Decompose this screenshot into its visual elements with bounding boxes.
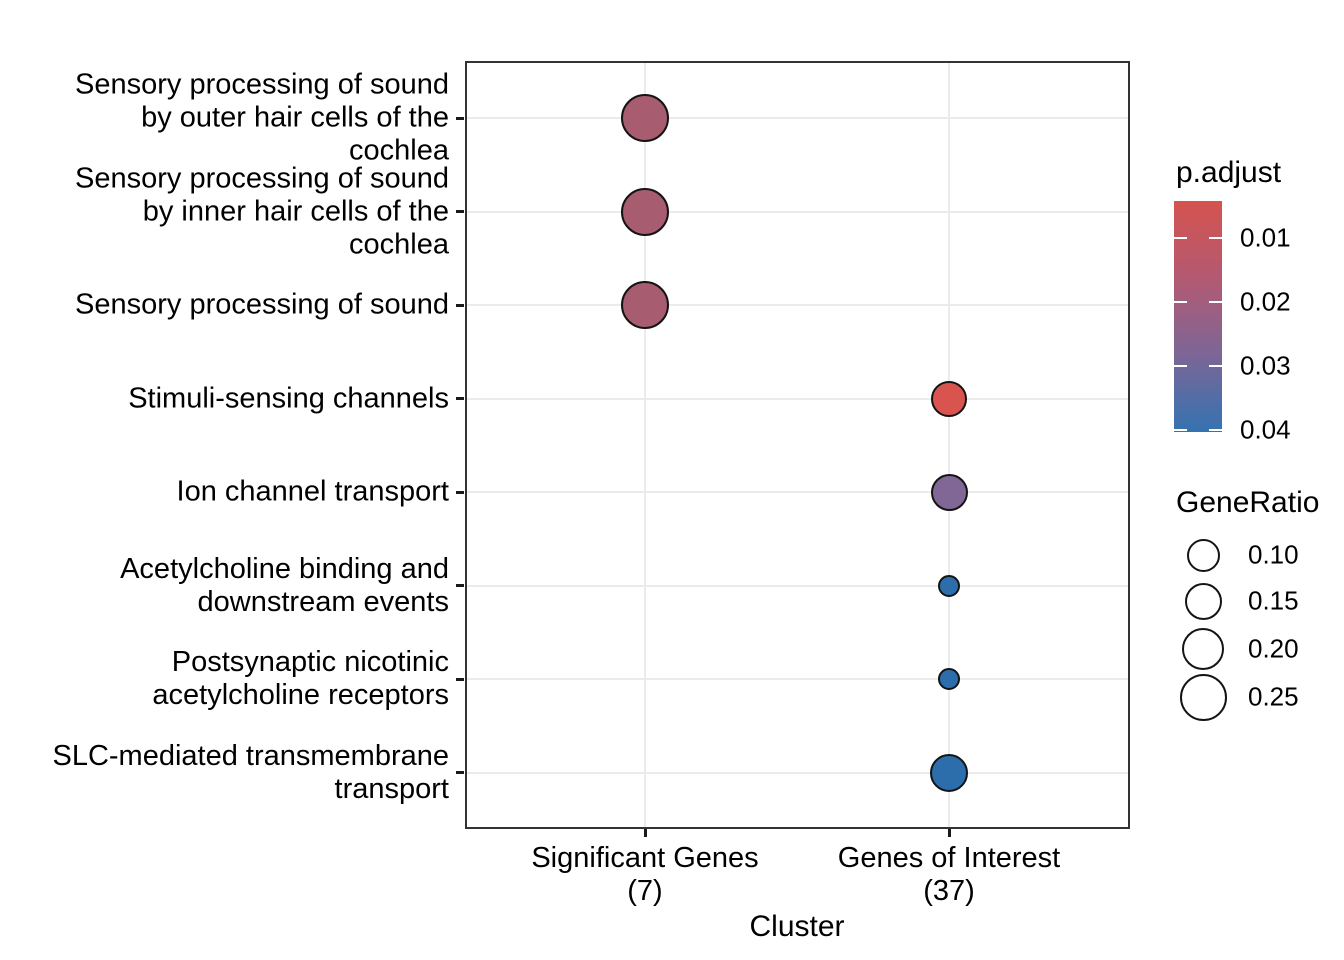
y-axis-tick [456, 584, 464, 587]
plot-panel [465, 61, 1130, 829]
x-axis-label: Genes of Interest(37) [838, 842, 1060, 908]
colorbar-tick-label: 0.03 [1240, 350, 1291, 381]
gridline-horizontal [465, 491, 1130, 493]
y-axis-tick [456, 771, 464, 774]
y-axis-label-line: Ion channel transport [176, 475, 449, 508]
y-axis-label: Sensory processing of sound [75, 289, 449, 322]
y-axis-label-line: Sensory processing of sound [75, 288, 449, 321]
data-point [938, 668, 960, 690]
gene-ratio-legend-circle [1179, 673, 1227, 721]
gridline-horizontal [465, 584, 1130, 587]
y-axis-label: Ion channel transport [177, 476, 449, 509]
colorbar-tick-label: 0.01 [1240, 222, 1291, 253]
y-axis-tick [456, 303, 464, 307]
y-axis-label-line: downstream events [197, 585, 449, 618]
gene-ratio-legend-circle [1184, 582, 1222, 620]
y-axis-label-line: Sensory processing of sound [75, 162, 449, 194]
x-axis-label-name: Significant Genes [531, 842, 759, 874]
gridline-vertical [644, 61, 646, 829]
data-point [931, 380, 967, 417]
y-axis-tick [456, 490, 464, 494]
colorbar-tick-right [1209, 429, 1222, 431]
colorbar-tick-label: 0.04 [1240, 414, 1291, 445]
x-axis-label-count: (7) [627, 875, 663, 907]
y-axis-label-line: acetylcholine receptors [152, 679, 449, 711]
gene-ratio-legend-title: GeneRatio [1176, 486, 1320, 519]
colorbar-tick-left [1174, 429, 1187, 431]
p-adjust-colorbar [1174, 201, 1222, 432]
colorbar-tick-right [1209, 301, 1222, 303]
y-axis-label-line: by outer hair cells of the [141, 101, 449, 134]
x-axis-tick [643, 829, 647, 837]
gridline-horizontal [465, 771, 1130, 774]
colorbar-tick-right [1209, 365, 1222, 367]
colorbar-tick-left [1174, 237, 1187, 239]
y-axis-label-line: Sensory processing of sound [75, 68, 449, 101]
data-point [930, 753, 968, 792]
y-axis-tick [456, 210, 464, 213]
data-point [621, 281, 669, 329]
gene-ratio-legend-label: 0.10 [1248, 539, 1299, 570]
gene-ratio-legend-label: 0.25 [1248, 681, 1299, 712]
x-axis-tick [947, 829, 951, 837]
gridline-horizontal [465, 397, 1130, 400]
y-axis-label-line: by inner hair cells of the [142, 195, 449, 227]
y-axis-tick [456, 397, 464, 400]
gridline-horizontal [465, 678, 1130, 680]
gene-ratio-legend-label: 0.20 [1248, 633, 1299, 664]
gridline-horizontal [465, 117, 1130, 119]
gene-ratio-legend-circle [1186, 538, 1220, 572]
colorbar-tick-right [1209, 237, 1222, 239]
gene-ratio-legend-circle [1182, 628, 1224, 670]
gridline-horizontal [465, 304, 1130, 306]
data-point [938, 574, 960, 597]
y-axis-label-line: transport [334, 772, 449, 805]
y-axis-label-line: Acetylcholine binding and [120, 552, 449, 585]
data-point [621, 187, 669, 236]
y-axis-label-line: Postsynaptic nicotinic [171, 646, 449, 678]
y-axis-tick [456, 677, 464, 681]
y-axis-label-line: cochlea [349, 228, 449, 260]
x-axis-title: Cluster [749, 910, 845, 943]
x-axis-label-count: (37) [923, 875, 975, 907]
data-point [621, 94, 669, 142]
p-adjust-legend-title: p.adjust [1176, 156, 1282, 189]
x-axis-label: Significant Genes(7) [531, 842, 758, 908]
y-axis-label-line: cochlea [349, 134, 449, 167]
y-axis-tick [456, 116, 464, 120]
gridline-vertical [948, 61, 950, 829]
colorbar-tick-left [1174, 365, 1187, 367]
data-point [930, 473, 968, 511]
gridline-horizontal [465, 210, 1130, 213]
y-axis-label: Stimuli-sensing channels [128, 382, 449, 415]
y-axis-label-line: Stimuli-sensing channels [128, 382, 449, 414]
colorbar-tick-left [1174, 301, 1187, 303]
x-axis-label-name: Genes of Interest [837, 842, 1061, 874]
gene-ratio-legend-label: 0.15 [1248, 585, 1299, 616]
colorbar-tick-label: 0.02 [1240, 286, 1291, 317]
y-axis-label-line: SLC-mediated transmembrane [52, 739, 449, 772]
